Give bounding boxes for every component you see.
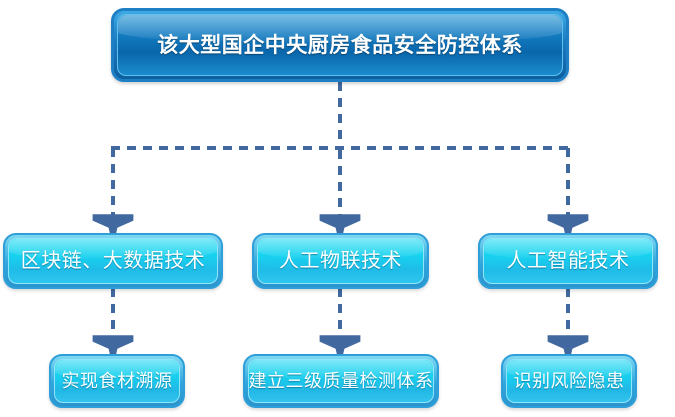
- node-outcome-1-label: 实现食材溯源: [61, 371, 173, 391]
- node-outcome-3-label: 识别风险隐患: [513, 371, 625, 391]
- node-root-label: 该大型国企中央厨房食品安全防控体系: [157, 33, 523, 57]
- node-technology-3-label: 人工智能技术: [506, 250, 630, 272]
- node-root[interactable]: 该大型国企中央厨房食品安全防控体系: [111, 8, 569, 82]
- node-technology-1-label: 区块链、大数据技术: [20, 250, 206, 272]
- node-technology-3[interactable]: 人工智能技术: [478, 233, 658, 289]
- node-technology-2-label: 人工物联技术: [279, 250, 402, 272]
- node-outcome-3[interactable]: 识别风险隐患: [501, 354, 637, 408]
- node-outcome-2[interactable]: 建立三级质量检测体系: [243, 354, 439, 408]
- node-technology-1[interactable]: 区块链、大数据技术: [3, 233, 223, 289]
- node-outcome-2-label: 建立三级质量检测体系: [248, 371, 434, 391]
- node-outcome-1[interactable]: 实现食材溯源: [49, 354, 185, 408]
- node-technology-2[interactable]: 人工物联技术: [252, 233, 429, 289]
